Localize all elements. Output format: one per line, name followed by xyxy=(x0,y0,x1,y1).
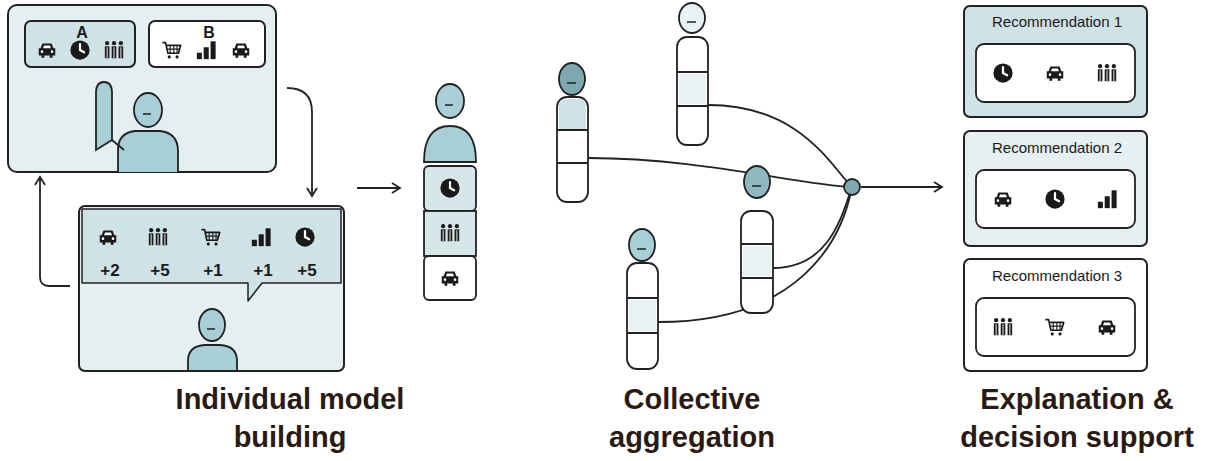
box-fill xyxy=(24,20,136,68)
recommendation-box: Recommendation 3 xyxy=(963,258,1148,372)
option-box: B xyxy=(148,20,266,68)
recommendation-box: Recommendation 1 xyxy=(963,5,1148,118)
rating-value: +2 xyxy=(100,262,119,281)
recommendation-title: Recommendation 3 xyxy=(992,268,1122,285)
rating-value: +1 xyxy=(203,262,222,281)
option-label: A xyxy=(76,24,88,42)
rating-value: +1 xyxy=(253,262,272,281)
rating-value: +5 xyxy=(150,262,169,281)
recommendation-box: Recommendation 2 xyxy=(963,130,1148,247)
recommendation-title: Recommendation 1 xyxy=(992,14,1122,31)
rating-value: +5 xyxy=(297,262,316,281)
rating-panel: +2 +5 +1 +1 +5 xyxy=(78,205,345,372)
box-fill xyxy=(963,130,1148,247)
stage-heading: Individual model building xyxy=(145,381,435,456)
option-label: B xyxy=(203,24,215,42)
recommendation-title: Recommendation 2 xyxy=(992,140,1122,157)
option-box: A xyxy=(24,20,136,68)
box-fill xyxy=(963,258,1148,372)
stage-heading: Collective aggregation xyxy=(597,381,787,456)
stage-heading: Explanation & decision support xyxy=(946,381,1208,456)
box-fill xyxy=(963,5,1148,118)
box-fill xyxy=(148,20,266,68)
box-fill xyxy=(78,205,345,372)
